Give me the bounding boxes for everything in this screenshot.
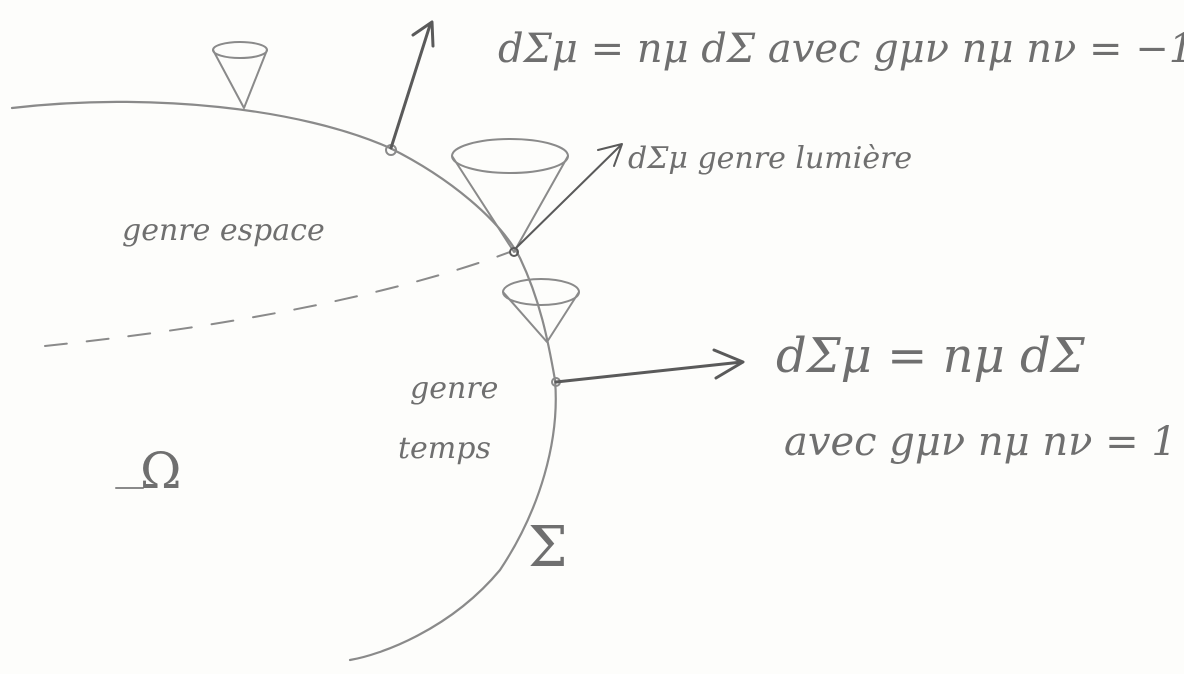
normal-vector-spacelike bbox=[385, 20, 435, 156]
vector-lightlike bbox=[515, 143, 623, 249]
domain-omega: Ω bbox=[115, 442, 181, 500]
timelike-norm-condition: avec gμν nμ nν = 1 bbox=[784, 419, 1177, 465]
hypersurface-curve bbox=[10, 100, 557, 662]
lightlike-label: dΣμ genre lumière bbox=[628, 141, 912, 176]
spacelike-normal-equation: dΣμ = nμ dΣ avec gμν nμ nν = −1 bbox=[498, 26, 1184, 72]
light-cone-lightlike bbox=[451, 138, 569, 257]
light-cone-spacelike bbox=[212, 41, 268, 109]
timelike-region-label-line2: temps bbox=[398, 431, 491, 466]
timelike-region-label-line1: genre bbox=[410, 371, 498, 406]
omega-symbol: Ω bbox=[140, 442, 181, 500]
spacelike-region-label: genre espace bbox=[122, 213, 325, 248]
dashed-boundary-line bbox=[44, 251, 511, 347]
timelike-normal-equation: dΣμ = nμ dΣ bbox=[776, 328, 1086, 384]
light-cone-timelike bbox=[502, 278, 580, 343]
normal-vector-timelike bbox=[551, 348, 745, 387]
sigma-surface-label: Σ bbox=[528, 515, 568, 580]
